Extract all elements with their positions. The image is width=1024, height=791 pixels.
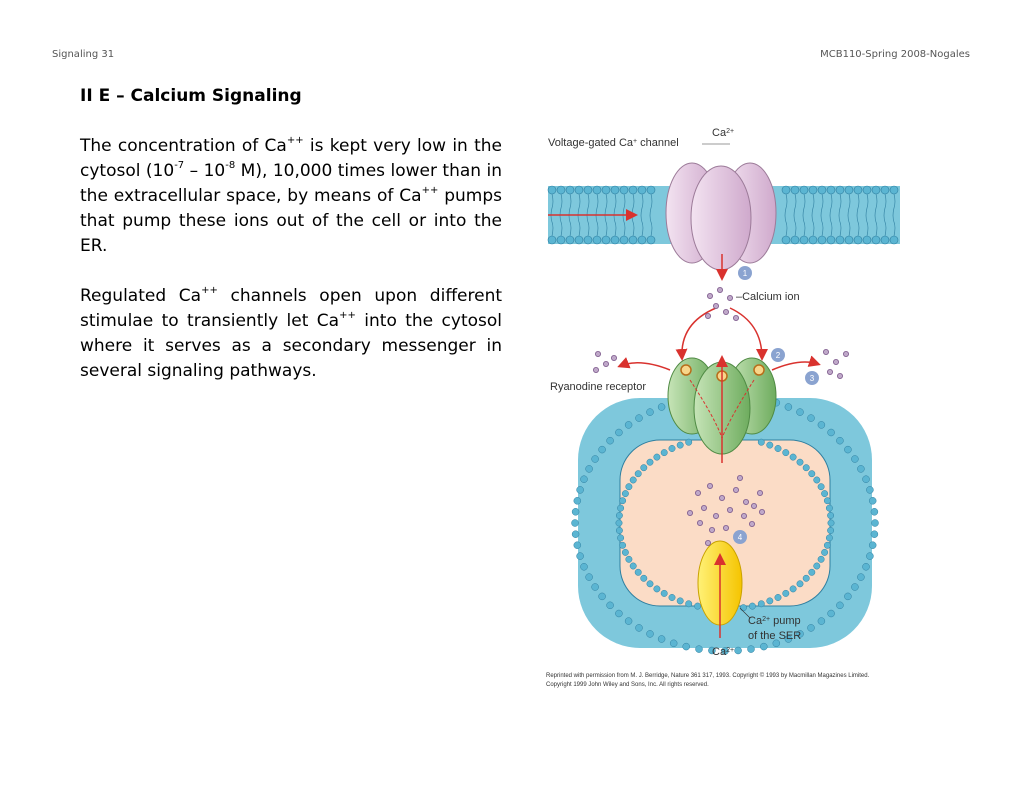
er-membrane	[571, 398, 879, 655]
voltage-channel-label: Voltage-gated Ca+ channel	[548, 137, 679, 149]
step-3-label: 3	[810, 374, 815, 383]
ryanodine-receptor-label: Ryanodine receptor	[550, 381, 646, 393]
step-1-label: 1	[743, 269, 748, 278]
calcium-signaling-diagram: 1 2 3 4 Voltage-gated Ca+ channel Ca2+ –…	[547, 127, 900, 658]
voltage-gated-channel	[665, 162, 777, 271]
slide-number: Signaling 31	[52, 49, 115, 60]
credit-line-2: Copyright 1999 John Wiley and Sons, Inc.…	[546, 682, 709, 688]
ca-top-label: Ca2+	[712, 127, 734, 139]
credit-line-1: Reprinted with permission from M. J. Ber…	[546, 673, 870, 679]
step-badges: 1 2 3 4	[733, 266, 819, 544]
pump-label-line1: Ca2+ pump	[748, 615, 801, 627]
slide-title: II E – Calcium Signaling	[80, 86, 302, 106]
flow-arrows	[548, 209, 821, 638]
ca-bottom-label: Ca2+	[712, 646, 734, 658]
step-4-label: 4	[738, 533, 743, 542]
calcium-ion-label: –Calcium ion	[736, 291, 800, 303]
pump-label-line2: of the SER	[748, 630, 801, 642]
step-2-label: 2	[776, 351, 781, 360]
course-label: MCB110-Spring 2008-Nogales	[820, 49, 970, 60]
paragraph-regulated-channels: Regulated Ca++ channels open upon differ…	[80, 285, 503, 381]
paragraph-concentration: The concentration of Ca++ is kept very l…	[80, 135, 502, 256]
